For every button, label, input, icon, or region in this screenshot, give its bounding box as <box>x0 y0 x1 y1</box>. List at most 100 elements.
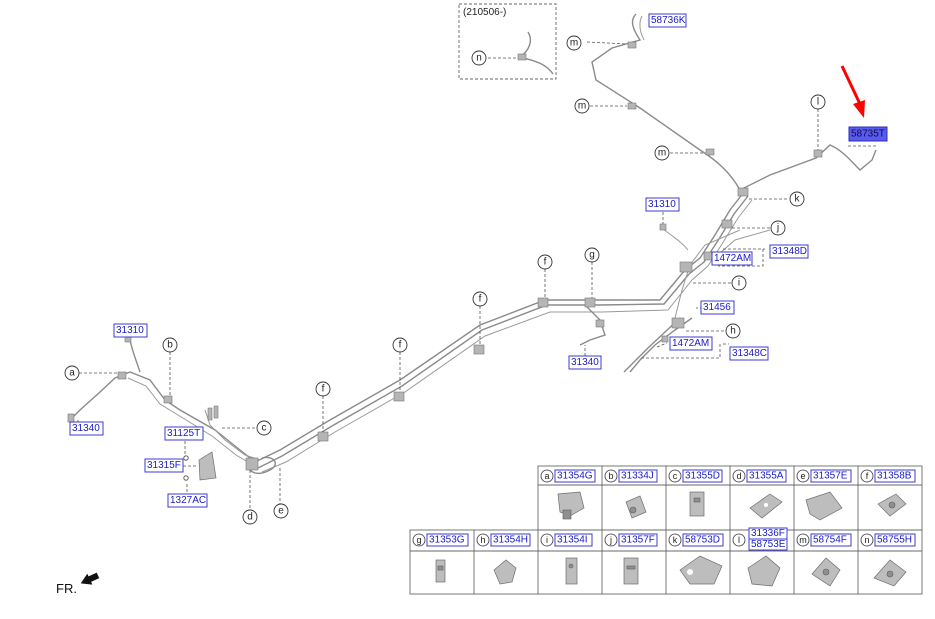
inset-label: (210506-) <box>463 7 506 18</box>
svg-text:31348C: 31348C <box>732 348 767 359</box>
svg-text:31340: 31340 <box>571 357 599 368</box>
svg-text:e: e <box>278 506 284 517</box>
part-58736K[interactable]: 58736K <box>648 13 687 28</box>
svg-text:31354I: 31354I <box>557 535 588 546</box>
svg-text:j: j <box>609 535 612 545</box>
table-cell-d[interactable]: d 31355A <box>732 469 787 519</box>
svg-text:b: b <box>167 340 173 351</box>
svg-text:f: f <box>399 340 402 351</box>
svg-text:l: l <box>738 535 740 545</box>
front-direction-indicator: FR. <box>56 572 100 596</box>
svg-text:d: d <box>247 512 253 523</box>
part-31310-left[interactable]: 31310 <box>113 323 148 338</box>
svg-text:1472AM: 1472AM <box>714 253 751 264</box>
svg-text:h: h <box>730 326 736 337</box>
svg-text:58753E: 58753E <box>751 539 786 550</box>
svg-text:31355D: 31355D <box>685 471 720 482</box>
callout-h[interactable]: h <box>725 323 741 339</box>
callout-e[interactable]: e <box>273 503 289 519</box>
table-cell-i[interactable]: i 31354I <box>540 533 593 585</box>
svg-text:31355A: 31355A <box>749 471 784 482</box>
svg-text:31334J: 31334J <box>621 471 654 482</box>
part-31340-middle[interactable]: 31340 <box>568 355 602 370</box>
table-cell-m[interactable]: m 58754F <box>796 533 852 587</box>
svg-text:58754F: 58754F <box>813 535 847 546</box>
callout-b[interactable]: b <box>162 337 178 353</box>
svg-text:f: f <box>322 384 325 395</box>
svg-text:b: b <box>608 471 613 481</box>
table-cell-k[interactable]: k 58753D <box>668 533 724 585</box>
svg-text:58753D: 58753D <box>685 535 720 546</box>
svg-text:1327AC: 1327AC <box>170 495 206 506</box>
callout-f-2[interactable]: f <box>472 291 488 307</box>
svg-text:31310: 31310 <box>116 325 144 336</box>
part-31315F[interactable]: 31315F <box>144 458 184 473</box>
svg-text:31315F: 31315F <box>147 460 181 471</box>
part-31310-right[interactable]: 31310 <box>645 197 680 212</box>
svg-text:1472AM: 1472AM <box>672 338 709 349</box>
callout-f-3[interactable]: f <box>392 337 408 353</box>
table-cell-h[interactable]: h 31354H <box>476 533 531 585</box>
svg-text:31354H: 31354H <box>493 535 528 546</box>
callout-n-inset[interactable]: n <box>471 50 487 66</box>
part-1327AC[interactable]: 1327AC <box>167 493 208 508</box>
svg-text:d: d <box>736 471 741 481</box>
svg-text:l: l <box>817 97 819 108</box>
callout-a[interactable]: a <box>64 365 80 381</box>
svg-text:i: i <box>738 278 740 289</box>
callout-m-2[interactable]: m <box>574 98 590 114</box>
part-31340-left[interactable]: 31340 <box>69 421 104 436</box>
svg-text:m: m <box>570 38 578 49</box>
svg-text:31125T: 31125T <box>167 428 200 439</box>
svg-text:31456: 31456 <box>703 302 731 313</box>
table-cell-a[interactable]: a 31354G <box>540 469 596 520</box>
part-31348C[interactable]: 31348C <box>729 346 769 361</box>
table-cell-c[interactable]: c 31355D <box>668 469 723 517</box>
part-58735T-highlighted[interactable]: 58735T <box>848 126 888 142</box>
svg-text:j: j <box>776 223 779 234</box>
svg-text:n: n <box>864 535 869 545</box>
callout-d[interactable]: d <box>242 509 258 525</box>
callout-f-4[interactable]: f <box>315 381 331 397</box>
table-cell-g[interactable]: g 31353G <box>412 533 469 583</box>
callout-c[interactable]: c <box>256 420 272 436</box>
svg-text:31357F: 31357F <box>621 535 655 546</box>
svg-text:f: f <box>866 471 869 481</box>
callout-k[interactable]: k <box>789 191 805 207</box>
svg-text:f: f <box>479 294 482 305</box>
part-1472AM-bottom[interactable]: 1472AM <box>669 336 713 351</box>
table-cell-j[interactable]: j 31357F <box>604 533 658 585</box>
callout-i[interactable]: i <box>731 275 747 291</box>
highlight-arrow <box>840 65 865 118</box>
part-1472AM-top[interactable]: 1472AM <box>711 251 753 266</box>
svg-text:c: c <box>673 471 678 481</box>
table-cell-l[interactable]: l 31336F 58753E <box>732 527 788 587</box>
table-cell-b[interactable]: b 31334J <box>604 469 658 519</box>
svg-text:31353G: 31353G <box>429 535 465 546</box>
part-31125T[interactable]: 31125T <box>164 426 204 441</box>
callout-j[interactable]: j <box>770 220 786 236</box>
leader-lines <box>77 19 876 510</box>
svg-text:h: h <box>480 535 485 545</box>
svg-text:k: k <box>673 535 678 545</box>
parts-table <box>409 465 923 595</box>
svg-text:31348D: 31348D <box>772 246 807 257</box>
svg-text:58736K: 58736K <box>651 15 686 26</box>
callout-m-3[interactable]: m <box>654 145 670 161</box>
callout-m-1[interactable]: m <box>566 35 582 51</box>
part-31456[interactable]: 31456 <box>700 300 735 315</box>
svg-text:58755H: 58755H <box>877 535 912 546</box>
part-31348D[interactable]: 31348D <box>769 244 809 259</box>
svg-text:k: k <box>795 194 801 205</box>
svg-text:e: e <box>800 471 805 481</box>
callout-f-1[interactable]: f <box>537 254 553 270</box>
svg-text:c: c <box>262 423 267 434</box>
table-cell-e[interactable]: e 31357E <box>796 469 852 521</box>
table-cell-n[interactable]: n 58755H <box>860 533 916 587</box>
svg-text:i: i <box>546 535 548 545</box>
callout-l[interactable]: l <box>810 94 826 110</box>
svg-text:31358B: 31358B <box>877 471 912 482</box>
table-cell-f[interactable]: f 31358B <box>860 469 916 517</box>
callout-g[interactable]: g <box>584 247 600 263</box>
